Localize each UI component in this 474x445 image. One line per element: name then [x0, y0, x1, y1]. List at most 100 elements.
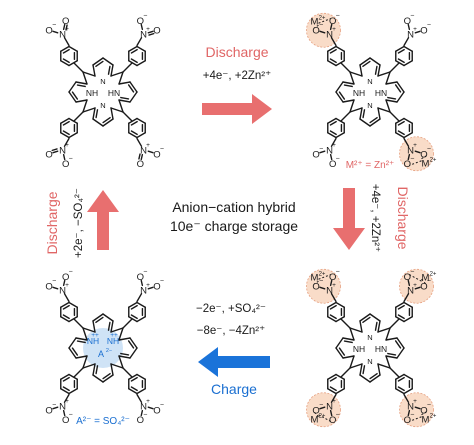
pyrrole-bond: [129, 81, 138, 93]
pyrrole-bond-inner: [343, 340, 353, 344]
nitro-o-atom: O: [420, 149, 427, 160]
nitro-o-atom: O: [45, 405, 52, 416]
pyrrole-bond: [75, 99, 88, 103]
metal-ion: M: [422, 414, 430, 425]
pyrrole-bond: [68, 81, 77, 93]
n-o-double-bond: [138, 153, 141, 160]
pyrrole-bond: [385, 81, 398, 85]
nitro-n-atom: N: [140, 286, 147, 297]
phenyl-bond-inner: [130, 386, 138, 392]
phenyl-bond: [68, 373, 78, 380]
charge-conditions-line2: −8e⁻, −4Zn²⁺: [197, 325, 265, 337]
n-o-bond: [140, 279, 144, 287]
pyrrole-bond: [92, 118, 104, 127]
phenyl-bond-inner: [62, 314, 70, 320]
nitro-n-charge: +: [65, 282, 69, 289]
phenyl-bond: [403, 117, 413, 124]
pyrrole-bond-inner: [120, 96, 130, 100]
meso-bond: [349, 355, 355, 369]
pyrrole-bond: [102, 118, 114, 127]
nitro-o-charge: −: [319, 146, 323, 153]
phenyl-bond: [68, 388, 78, 395]
n-o-bond: [52, 150, 59, 154]
aryl-link-bond: [389, 111, 400, 122]
metal-ion-charge: 2+: [319, 272, 326, 278]
phenyl-bond: [136, 301, 146, 308]
n-o-bond: [62, 23, 66, 31]
aryl-link-bond: [389, 318, 400, 329]
phenyl-bond: [60, 45, 70, 52]
phenyl-bond-inner: [329, 58, 337, 64]
nitro-n-atom: N: [326, 145, 333, 156]
nitro-n-charge: +: [332, 282, 336, 289]
nitro-n-atom: N: [326, 286, 333, 297]
coordination-bond: [421, 411, 427, 416]
pyrrole-bond: [359, 313, 371, 322]
nitro-n-charge: +: [332, 142, 336, 149]
n-o-double-bond: [51, 148, 58, 152]
pyrrole-bond: [118, 81, 131, 85]
phenyl-bond: [335, 117, 345, 124]
charge-conditions-line1: −2e⁻, +SO₄²⁻: [196, 303, 266, 315]
pyrrole-bond: [359, 57, 371, 66]
metal-ion-charge: 2+: [430, 272, 437, 278]
pyrrole-bond-inner: [338, 91, 346, 100]
pyrrole-bond: [110, 64, 114, 77]
nitro-n-charge: +: [413, 398, 417, 405]
c-n-bond: [136, 137, 143, 147]
c-n-bond: [63, 37, 70, 47]
core-nh-atom: NH: [353, 344, 365, 354]
meso-bond: [82, 71, 96, 77]
meso-bond: [82, 363, 96, 369]
nitro-n-charge: +: [332, 26, 336, 33]
phenyl-bond: [136, 60, 146, 67]
phenyl-bond: [136, 45, 146, 52]
pyrrole-bond: [118, 99, 131, 103]
phenyl-bond-inner: [397, 314, 405, 320]
pyrrole-bond: [369, 57, 381, 66]
anion: A: [98, 349, 104, 359]
pyrrole-bond: [68, 337, 77, 349]
nitro-n-atom: N: [407, 145, 414, 156]
phenyl-bond-inner: [397, 120, 405, 126]
aryl-link-bond: [122, 62, 133, 73]
phenyl-bond-inner: [130, 304, 138, 310]
pyrrole-bond-inner: [387, 96, 397, 100]
phenyl-bond: [395, 301, 405, 308]
coordination-bond: [313, 280, 319, 285]
pyrrole-bond-inner: [374, 65, 378, 75]
core-n-atom: N: [100, 101, 105, 110]
c-n-bond: [63, 293, 70, 303]
nitro-n-charge: +: [332, 398, 336, 405]
phenyl-bond: [128, 316, 138, 323]
nitro-o-charge: −: [69, 269, 73, 276]
phenyl-bond-inner: [130, 130, 138, 136]
n-o-bond: [414, 150, 421, 154]
n-o-bond: [414, 30, 421, 34]
phenyl-bond-inner: [62, 58, 70, 64]
meso-bond: [377, 327, 391, 333]
nitro-n-charge: +: [65, 398, 69, 405]
phenyl-bond-inner: [130, 376, 138, 382]
aryl-link-bond: [122, 111, 133, 122]
phenyl-bond: [68, 45, 78, 52]
pyrrole-bond-inner: [362, 316, 371, 324]
meso-bond: [82, 355, 88, 369]
nitro-o-atom: O: [137, 16, 144, 27]
core-nh-atom: NH: [87, 336, 99, 346]
pyrrole-bond-inner: [102, 372, 111, 380]
phenyl-bond: [335, 301, 345, 308]
pyrrole-bond-inner: [362, 365, 366, 375]
phenyl-bond: [68, 301, 78, 308]
nitro-o-charge: −: [336, 269, 340, 276]
meso-bond: [349, 107, 363, 113]
n-o-bond: [319, 30, 326, 34]
c-n-bond: [403, 37, 410, 47]
n-o-bond: [319, 406, 326, 410]
phenyl-bond: [327, 388, 337, 395]
metal-ion: M: [311, 414, 319, 425]
n-o-bond: [52, 30, 59, 34]
n-o-bond: [52, 286, 59, 290]
